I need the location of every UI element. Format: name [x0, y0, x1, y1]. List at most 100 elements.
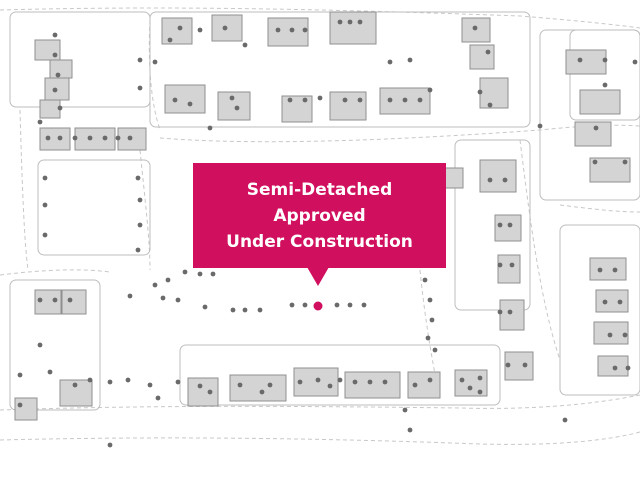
building: [589, 257, 627, 281]
building: [74, 127, 116, 151]
dot-marker-icon: [187, 101, 193, 107]
dot-marker-icon: [87, 377, 93, 383]
plot-outline: [179, 344, 501, 406]
dot-marker-icon: [577, 57, 583, 63]
building: [39, 99, 61, 119]
dot-marker-icon: [127, 293, 133, 299]
dot-marker-icon: [172, 97, 178, 103]
dot-marker-icon: [210, 271, 216, 277]
callout-build-status: Under Construction: [226, 231, 413, 252]
dot-marker-icon: [387, 59, 393, 65]
dot-marker-icon: [42, 175, 48, 181]
selected-plot-icon[interactable]: [313, 301, 323, 311]
dot-marker-icon: [207, 125, 213, 131]
dot-marker-icon: [342, 97, 348, 103]
dot-marker-icon: [625, 365, 631, 371]
building: [479, 159, 517, 193]
dot-marker-icon: [302, 27, 308, 33]
plot-outline: [454, 139, 531, 311]
dot-marker-icon: [55, 72, 61, 78]
dot-marker-icon: [197, 27, 203, 33]
dot-marker-icon: [57, 105, 63, 111]
dot-marker-icon: [302, 302, 308, 308]
building: [597, 355, 629, 377]
dot-marker-icon: [487, 177, 493, 183]
dot-marker-icon: [57, 135, 63, 141]
dot-marker-icon: [357, 19, 363, 25]
dot-marker-icon: [45, 135, 51, 141]
dot-marker-icon: [115, 135, 121, 141]
dot-marker-icon: [302, 97, 308, 103]
road-edge: [0, 7, 640, 29]
plot-outline: [569, 29, 640, 121]
dot-marker-icon: [334, 302, 340, 308]
dot-marker-icon: [477, 89, 483, 95]
dot-marker-icon: [602, 299, 608, 305]
dot-marker-icon: [137, 57, 143, 63]
dot-marker-icon: [477, 389, 483, 395]
building: [407, 371, 441, 399]
building: [161, 17, 193, 45]
plot-outline: [9, 11, 151, 108]
dot-marker-icon: [467, 385, 473, 391]
dot-marker-icon: [427, 87, 433, 93]
building: [565, 49, 607, 75]
dot-marker-icon: [407, 427, 413, 433]
dot-marker-icon: [562, 417, 568, 423]
dot-marker-icon: [347, 302, 353, 308]
building: [444, 167, 464, 189]
dot-marker-icon: [177, 25, 183, 31]
dot-marker-icon: [522, 362, 528, 368]
dot-marker-icon: [137, 85, 143, 91]
dot-marker-icon: [427, 377, 433, 383]
dot-marker-icon: [612, 267, 618, 273]
building: [469, 44, 495, 70]
dot-marker-icon: [347, 19, 353, 25]
dot-marker-icon: [197, 383, 203, 389]
dot-marker-icon: [47, 369, 53, 375]
dot-marker-icon: [72, 382, 78, 388]
road-edge: [559, 204, 640, 213]
dot-marker-icon: [632, 59, 638, 65]
dot-marker-icon: [497, 262, 503, 268]
dot-marker-icon: [87, 135, 93, 141]
dot-marker-icon: [72, 135, 78, 141]
building-layer: [14, 11, 631, 421]
dot-marker-icon: [327, 383, 333, 389]
dot-marker-icon: [259, 389, 265, 395]
dot-marker-icon: [202, 304, 208, 310]
dot-marker-icon: [165, 277, 171, 283]
building: [329, 11, 377, 45]
road-edge: [0, 394, 640, 411]
dot-marker-icon: [230, 307, 236, 313]
dot-marker-icon: [593, 125, 599, 131]
building: [217, 91, 251, 121]
dot-marker-icon: [287, 97, 293, 103]
dot-marker-icon: [42, 202, 48, 208]
dot-marker-icon: [297, 379, 303, 385]
dot-marker-icon: [207, 389, 213, 395]
dot-marker-icon: [357, 97, 363, 103]
dot-marker-icon: [432, 347, 438, 353]
dot-marker-icon: [289, 27, 295, 33]
dot-marker-icon: [402, 407, 408, 413]
building: [497, 254, 521, 284]
dot-marker-icon: [422, 277, 428, 283]
dot-marker-icon: [382, 379, 388, 385]
dot-marker-icon: [52, 52, 58, 58]
building: [579, 89, 621, 115]
road-edge: [519, 139, 561, 361]
building: [14, 397, 38, 421]
dot-marker-icon: [52, 32, 58, 38]
dot-marker-icon: [257, 307, 263, 313]
dot-marker-icon: [52, 297, 58, 303]
dot-marker-icon: [182, 269, 188, 275]
building: [344, 371, 401, 399]
dot-marker-icon: [315, 377, 321, 383]
building: [574, 121, 612, 147]
building: [164, 84, 206, 114]
dot-marker-icon: [502, 177, 508, 183]
road-edge: [419, 269, 441, 401]
building: [267, 17, 309, 47]
